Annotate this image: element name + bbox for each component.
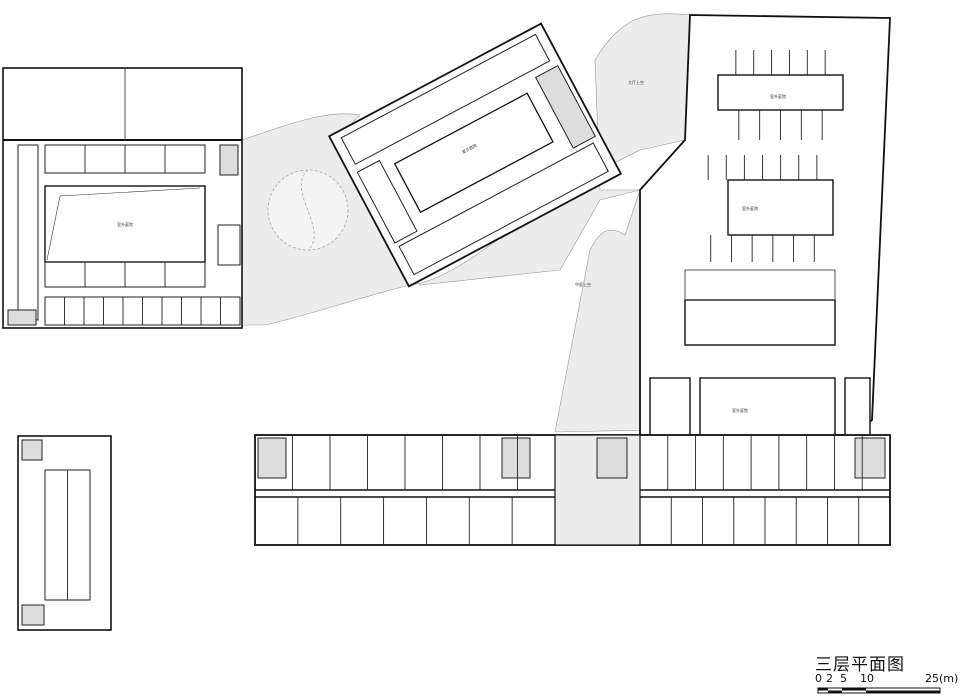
label-courtyard-left: 室外庭院 bbox=[117, 221, 133, 227]
small-building bbox=[17, 435, 112, 631]
right-complex bbox=[639, 14, 891, 437]
plan-title: 三层平面图 bbox=[815, 655, 905, 675]
scale-tick: 25(m) bbox=[925, 672, 959, 685]
left-building bbox=[2, 67, 243, 329]
bottom-building bbox=[254, 434, 891, 546]
room-partitions bbox=[64, 50, 863, 600]
scale-tick: 10 bbox=[860, 672, 874, 685]
scale-tick: 5 bbox=[840, 672, 847, 685]
label-courtyard-right-mid: 室外庭院 bbox=[742, 205, 758, 211]
label-courtyard-right-top: 室外庭院 bbox=[770, 93, 786, 99]
scale-tick: 0 bbox=[815, 672, 822, 685]
label-courtyard-right-low: 室外庭院 bbox=[732, 407, 748, 413]
label-hall-void: 大厅上空 bbox=[628, 79, 644, 85]
label-atrium-void: 中庭上空 bbox=[575, 281, 591, 287]
scale-tick: 2 bbox=[826, 672, 833, 685]
yin-yang-curve bbox=[300, 169, 315, 251]
scale-bar bbox=[817, 687, 941, 694]
center-building bbox=[327, 22, 623, 288]
